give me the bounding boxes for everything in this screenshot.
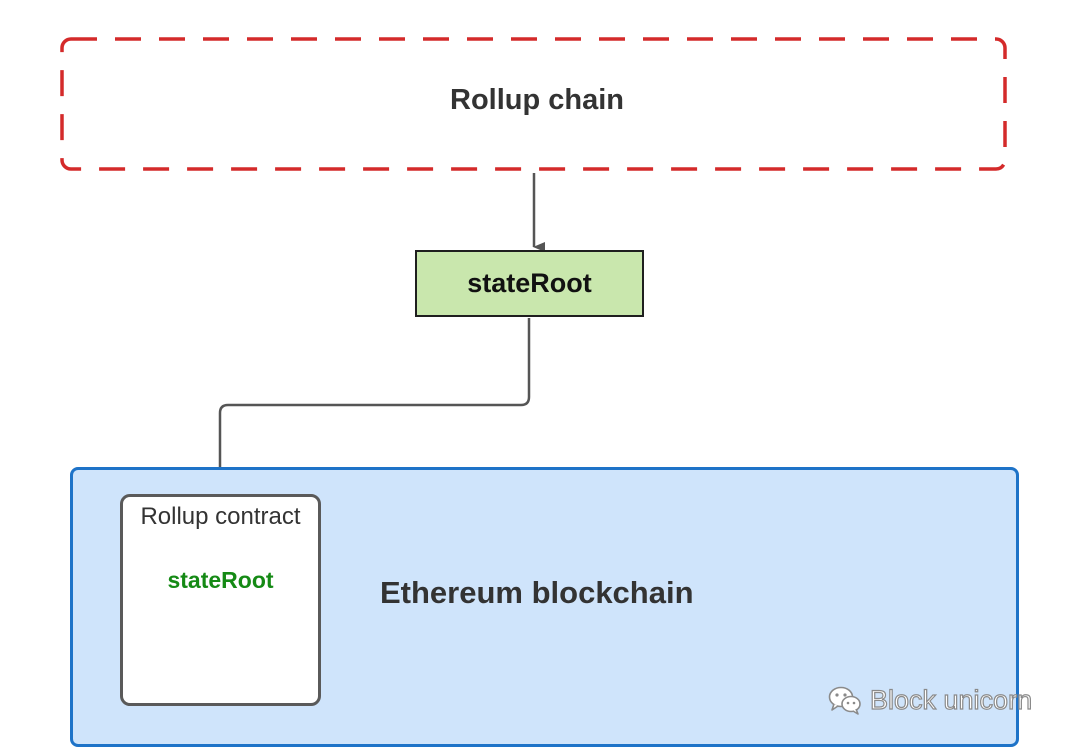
watermark: Block unicorn	[828, 684, 1033, 716]
rollup-chain-node	[60, 37, 1007, 171]
rollup-chain-label: Rollup chain	[450, 84, 624, 116]
arrow-state-root-to-rollup-contract	[218, 318, 531, 496]
state-root-node: stateRoot	[415, 250, 644, 317]
rollup-contract-state-root: stateRoot	[167, 567, 274, 593]
ethereum-blockchain-label: Ethereum blockchain	[380, 575, 694, 610]
state-root-label: stateRoot	[467, 268, 592, 298]
watermark-text: Block unicorn	[869, 684, 1033, 715]
rollup-contract-node: Rollup contract stateRoot	[120, 494, 321, 706]
wechat-icon	[828, 686, 861, 715]
rollup-chain-dashed-border	[60, 37, 1007, 171]
rollup-contract-title: Rollup contract	[140, 503, 301, 530]
